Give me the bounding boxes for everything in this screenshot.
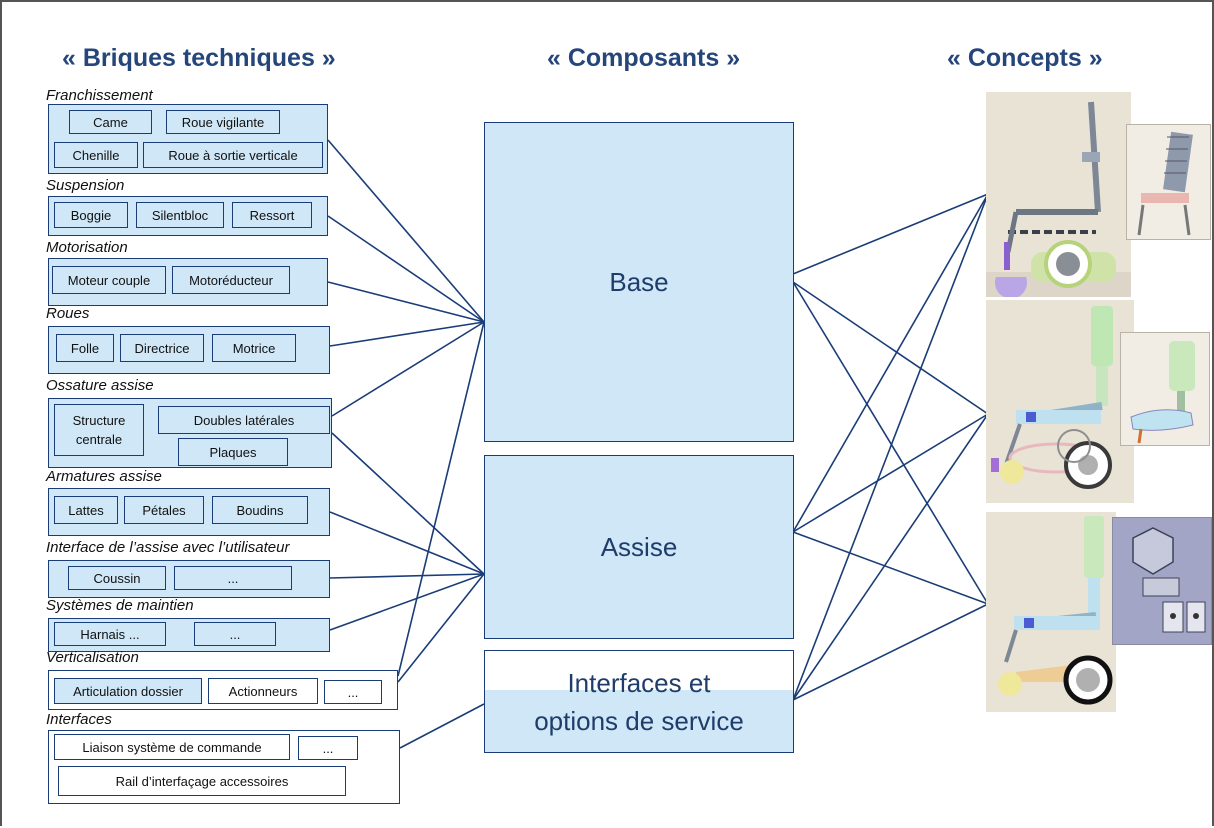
- header-components: « Composants »: [547, 44, 741, 72]
- brick-articulation-dossier: Articulation dossier: [54, 678, 202, 704]
- link-base-c3: [792, 281, 989, 605]
- link-verticalisation-assise: [397, 573, 485, 683]
- brick-folle: Folle: [56, 334, 114, 362]
- component-base: Base: [484, 122, 794, 442]
- link-assise-c1: [792, 193, 989, 533]
- category-suspension: Suspension: [46, 177, 125, 194]
- link-maintien-assise: [329, 573, 485, 631]
- brick-came: Came: [69, 110, 152, 134]
- concept-2-render: [986, 300, 1134, 503]
- component-interfaces-service: Interfaces et options de service: [484, 650, 794, 753]
- link-armatures-assise: [329, 511, 485, 575]
- concept-3-render: [986, 512, 1116, 712]
- category-motorisation: Motorisation: [46, 239, 128, 256]
- link-roues-base: [329, 321, 485, 347]
- seat-render-icon: [1127, 125, 1210, 239]
- link-interface-assise: [329, 573, 485, 579]
- brick-silentbloc: Silentbloc: [136, 202, 224, 228]
- wheelchair-render-icon: [986, 300, 1134, 503]
- link-base-c1: [792, 193, 989, 275]
- category-franchissement: Franchissement: [46, 87, 153, 104]
- category-maintien: Systèmes de maintien: [46, 597, 194, 614]
- wheelchair-render-icon: [986, 512, 1116, 712]
- link-ossature-base: [331, 321, 485, 417]
- link-service-c1: [792, 193, 989, 701]
- brick-actionneurs: Actionneurs: [208, 678, 318, 704]
- seat-render-icon: [1121, 333, 1209, 445]
- concept-1-seat-render: [1126, 124, 1211, 240]
- brick-directrice: Directrice: [120, 334, 204, 362]
- component-assise: Assise: [484, 455, 794, 639]
- concept-2-seat-render: [1120, 332, 1210, 446]
- brick-structure-centrale: Structure centrale: [54, 404, 144, 456]
- link-assise-c2: [792, 413, 989, 533]
- brick-motoreducteur: Motoréducteur: [172, 266, 290, 294]
- link-franchissement-base: [327, 139, 485, 323]
- link-ossature-assise: [331, 432, 485, 575]
- concept-1-render: [986, 92, 1131, 297]
- brick-interface-more: ...: [174, 566, 292, 590]
- link-service-c3: [792, 603, 989, 701]
- brick-lattes: Lattes: [54, 496, 118, 524]
- brick-interfaces-more: ...: [298, 736, 358, 760]
- brick-motrice: Motrice: [212, 334, 296, 362]
- link-assise-c3: [792, 531, 989, 605]
- brick-moteur-couple: Moteur couple: [52, 266, 166, 294]
- category-armatures: Armatures assise: [46, 468, 162, 485]
- brick-rail-interfacage: Rail d’interfaçage accessoires: [58, 766, 346, 796]
- brick-harnais: Harnais ...: [54, 622, 166, 646]
- brick-chenille: Chenille: [54, 142, 138, 168]
- wheelchair-render-icon: [986, 92, 1131, 297]
- header-concepts: « Concepts »: [947, 44, 1103, 72]
- brick-plaques: Plaques: [178, 438, 288, 466]
- category-verticalisation: Verticalisation: [46, 649, 139, 666]
- brick-liaison-commande: Liaison système de commande: [54, 734, 290, 760]
- brick-verticalisation-more: ...: [324, 680, 382, 704]
- brick-ressort: Ressort: [232, 202, 312, 228]
- exploded-view-icon: [1113, 518, 1211, 644]
- brick-roue-vigilante: Roue vigilante: [166, 110, 280, 134]
- link-base-c2: [792, 281, 989, 415]
- link-suspension-base: [327, 215, 485, 323]
- category-roues: Roues: [46, 305, 90, 322]
- brick-petales: Pétales: [124, 496, 204, 524]
- brick-boggie: Boggie: [54, 202, 128, 228]
- link-service-c2: [792, 413, 989, 701]
- brick-roue-sortie-verticale: Roue à sortie verticale: [143, 142, 323, 168]
- link-verticalisation-base: [397, 321, 485, 677]
- category-interface-utilisateur: Interface de l’assise avec l’utilisateur: [46, 539, 290, 556]
- brick-maintien-more: ...: [194, 622, 276, 646]
- concept-3-detail-render: [1112, 517, 1212, 645]
- brick-coussin: Coussin: [68, 566, 166, 590]
- link-interfaces-service: [399, 703, 485, 749]
- brick-doubles-laterales: Doubles latérales: [158, 406, 330, 434]
- link-motorisation-base: [327, 281, 485, 323]
- brick-boudins: Boudins: [212, 496, 308, 524]
- category-ossature: Ossature assise: [46, 377, 154, 394]
- header-bricks: « Briques techniques »: [62, 44, 336, 72]
- category-interfaces: Interfaces: [46, 711, 112, 728]
